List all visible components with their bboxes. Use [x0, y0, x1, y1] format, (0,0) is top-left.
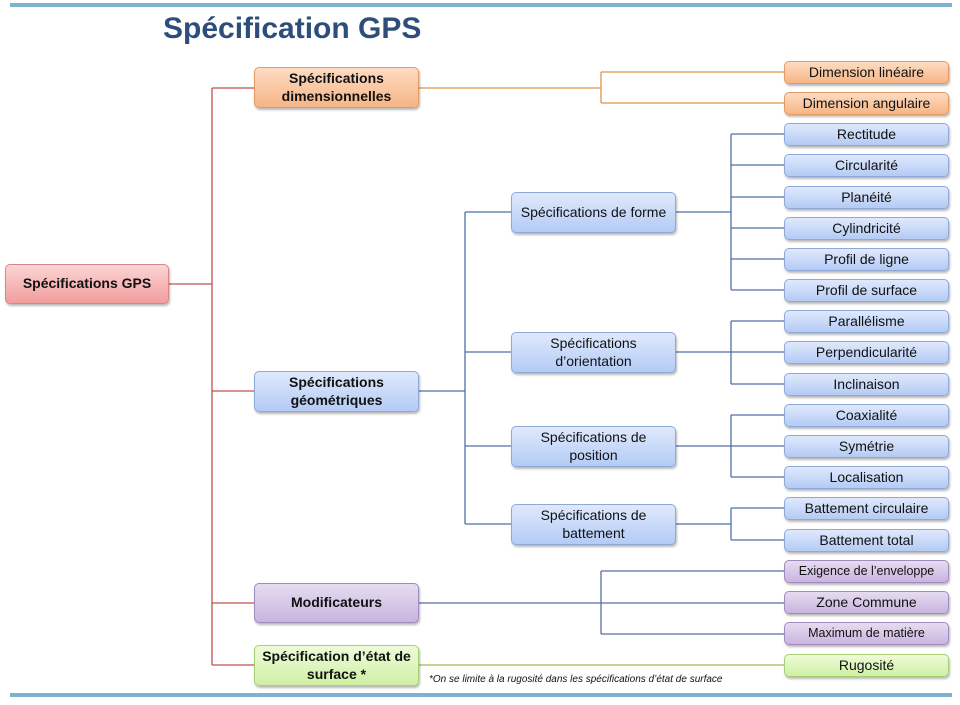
leaf-envelope-requirement: Exigence de l’enveloppe: [784, 560, 949, 583]
leaf-coaxiality: Coaxialité: [784, 404, 949, 427]
position-specs-node: Spécifications de position: [511, 426, 676, 467]
leaf-straightness: Rectitude: [784, 123, 949, 146]
leaf-common-zone: Zone Commune: [784, 591, 949, 614]
root-node: Spécifications GPS: [5, 264, 169, 304]
leaf-parallelism: Parallélisme: [784, 310, 949, 333]
surface-spec-node: Spécification d’état de surface *: [254, 645, 419, 686]
orientation-specs-node: Spécifications d’orientation: [511, 332, 676, 373]
leaf-circular-runout: Battement circulaire: [784, 497, 949, 520]
leaf-symmetry: Symétrie: [784, 435, 949, 458]
leaf-linear-dimension: Dimension linéaire: [784, 61, 949, 84]
leaf-cylindricity: Cylindricité: [784, 217, 949, 240]
footnote: *On se limite à la rugosité dans les spé…: [429, 674, 723, 685]
geometric-specs-node: Spécifications géométriques: [254, 371, 419, 412]
dimensional-specs-node: Spécifications dimensionnelles: [254, 67, 419, 108]
leaf-circularity: Circularité: [784, 154, 949, 177]
leaf-flatness: Planéité: [784, 186, 949, 209]
leaf-inclination: Inclinaison: [784, 373, 949, 396]
runout-specs-node: Spécifications de battement: [511, 504, 676, 545]
leaf-surface-profile: Profil de surface: [784, 279, 949, 302]
form-specs-node: Spécifications de forme: [511, 192, 676, 233]
leaf-total-runout: Battement total: [784, 529, 949, 552]
modifiers-node: Modificateurs: [254, 583, 419, 623]
top-rule: [10, 3, 952, 7]
leaf-max-material: Maximum de matière: [784, 622, 949, 645]
page-title: Spécification GPS: [163, 12, 422, 45]
leaf-roughness: Rugosité: [784, 654, 949, 677]
leaf-perpendicularity: Perpendicularité: [784, 341, 949, 364]
bottom-rule: [10, 693, 952, 697]
leaf-localisation: Localisation: [784, 466, 949, 489]
leaf-angular-dimension: Dimension angulaire: [784, 92, 949, 115]
leaf-line-profile: Profil de ligne: [784, 248, 949, 271]
